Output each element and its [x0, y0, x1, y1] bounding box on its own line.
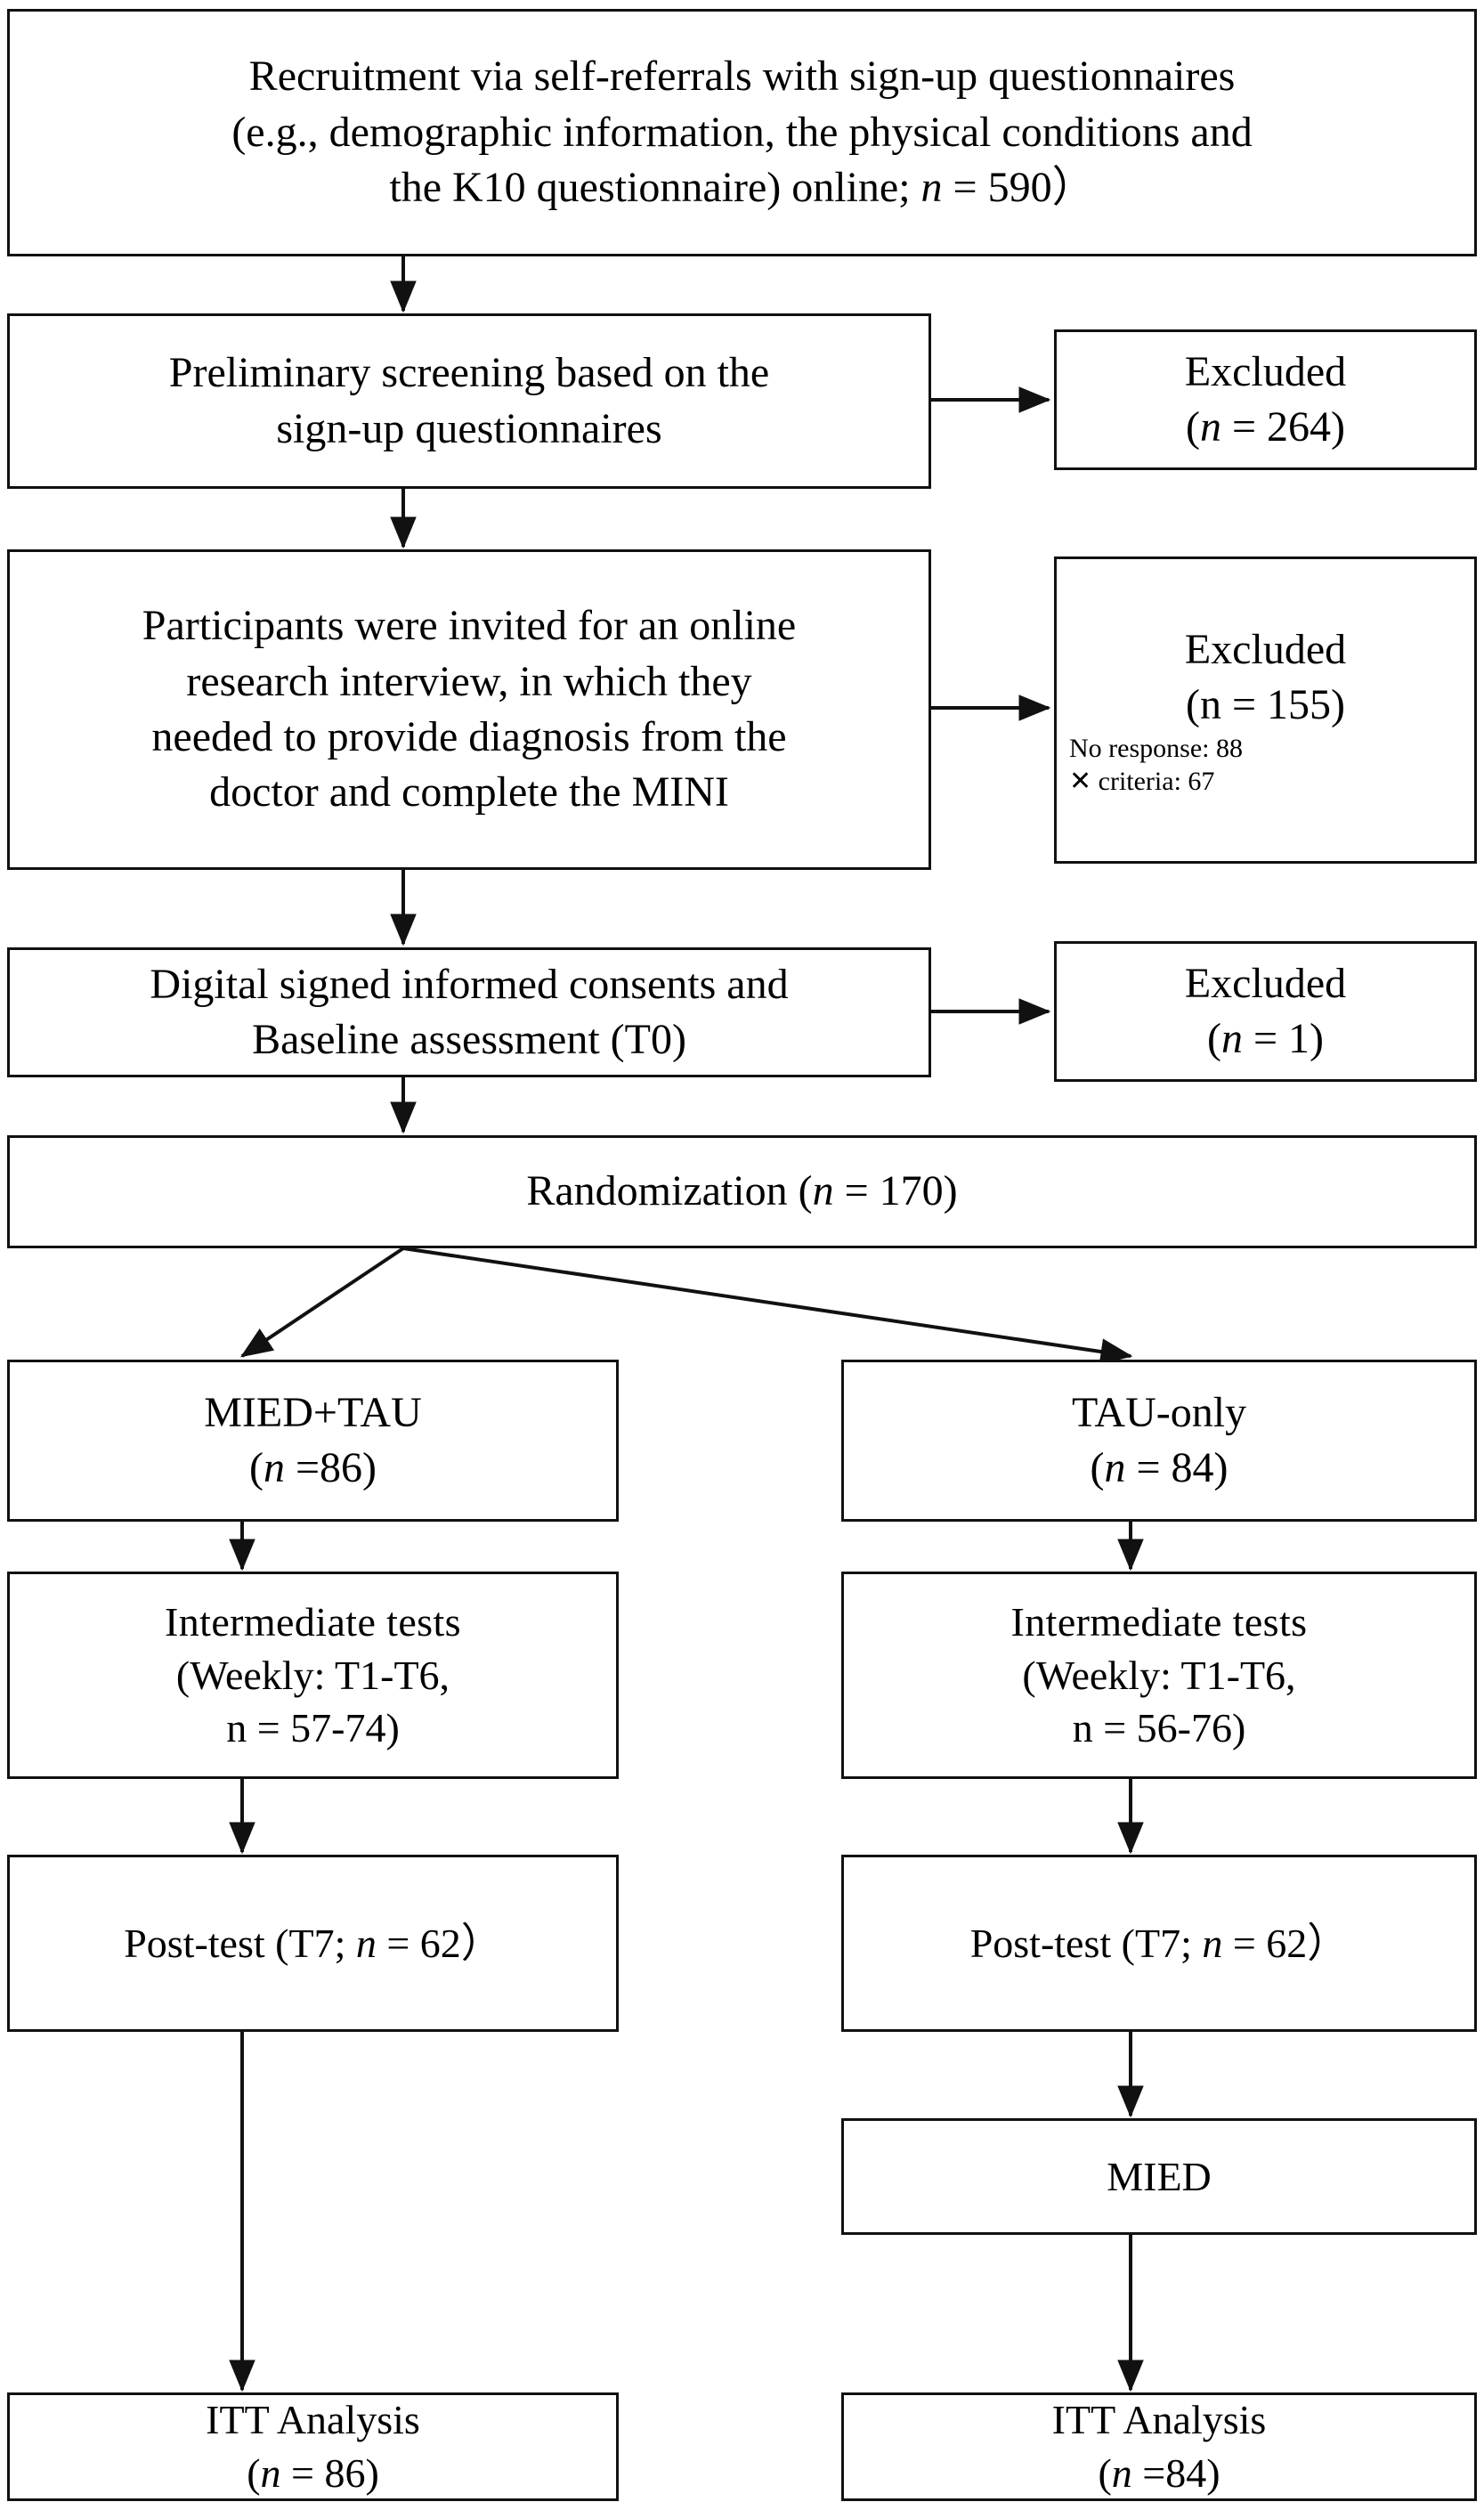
post-test-left-value: = 62） — [376, 1920, 502, 1966]
mied-box: MIED — [841, 2118, 1477, 2235]
arm-right-line-1: TAU-only — [1071, 1388, 1247, 1436]
excluded-264-box: Excluded (n = 264) — [1054, 329, 1477, 470]
itt-analysis-left-box: ITT Analysis (n = 86) — [7, 2392, 619, 2501]
post-test-right-pre: Post-test (T7; — [969, 1920, 1203, 1966]
arm-left-n-symbol: n — [263, 1444, 285, 1491]
randomization-label: Randomization (n = 170) — [526, 1164, 957, 1219]
itt-left-n-symbol: n — [260, 2450, 281, 2496]
tau-only-arm-box: TAU-only (n = 84) — [841, 1360, 1477, 1522]
post-test-left-pre: Post-test (T7; — [124, 1920, 356, 1966]
excluded-1-line-1: Excluded — [1184, 959, 1347, 1007]
recruitment-box: Recruitment via self-referrals with sign… — [7, 9, 1477, 256]
intermediate-right-line-1: Intermediate tests — [1010, 1598, 1308, 1645]
randomization-value: = 170) — [833, 1167, 958, 1215]
excluded-1-n-symbol: n — [1220, 1015, 1243, 1062]
arm-left-line-1: MIED+TAU — [204, 1388, 422, 1436]
excluded-264-value: = 264) — [1220, 403, 1346, 451]
excluded-264-line-1: Excluded — [1184, 347, 1347, 395]
excluded-155-line-1: Excluded — [1184, 625, 1347, 673]
recruitment-line-3: the K10 questionnaire) online; n = 590） — [389, 160, 1094, 215]
consent-line-2: Baseline assessment (T0) — [252, 1016, 686, 1063]
interview-line-2: research interview, in which they — [186, 657, 752, 705]
mied-label: MIED — [1107, 2153, 1212, 2199]
preliminary-screening-box: Preliminary screening based on the sign-… — [7, 313, 931, 489]
interview-line-1: Participants were invited for an online — [142, 602, 797, 650]
post-test-left-n-symbol: n — [355, 1920, 377, 1966]
arm-right-value: = 84) — [1125, 1444, 1229, 1491]
recruitment-n-symbol: n — [920, 164, 943, 212]
mied-tau-arm-box: MIED+TAU (n =86) — [7, 1360, 619, 1522]
itt-left-line-2: (n = 86) — [247, 2447, 379, 2500]
intermediate-right-line-3: n = 56-76) — [1072, 1705, 1246, 1751]
intermediate-left-line-2: (Weekly: T1-T6, — [175, 1652, 450, 1698]
intermediate-left-line-1: Intermediate tests — [165, 1598, 461, 1645]
arm-right-n-symbol: n — [1104, 1444, 1126, 1491]
post-test-left-label: Post-test (T7; n = 62） — [124, 1917, 502, 1970]
itt-right-n-symbol: n — [1111, 2450, 1132, 2496]
recruitment-line-3-pre: the K10 questionnaire) online; — [389, 164, 921, 212]
intermediate-tests-left-box: Intermediate tests (Weekly: T1-T6, n = 5… — [7, 1572, 619, 1779]
randomization-box: Randomization (n = 170) — [7, 1135, 1477, 1248]
consent-line-1: Digital signed informed consents and — [150, 960, 789, 1008]
randomization-n-symbol: n — [812, 1167, 834, 1215]
research-interview-box: Participants were invited for an online … — [7, 549, 931, 870]
excluded-155-line-2: (n = 155) — [1185, 680, 1346, 728]
itt-analysis-right-box: ITT Analysis (n =84) — [841, 2392, 1477, 2501]
excluded-155-box: Excluded (n = 155) No response: 88 ✕ cri… — [1054, 556, 1477, 864]
intermediate-left-line-3: n = 57-74) — [226, 1705, 400, 1751]
post-test-right-value: = 62） — [1222, 1920, 1349, 1966]
post-test-right-box: Post-test (T7; n = 62） — [841, 1855, 1477, 2032]
excluded-264-paren-open: ( — [1185, 403, 1200, 451]
itt-left-paren-open: ( — [247, 2450, 261, 2496]
itt-right-line-1: ITT Analysis — [1051, 2397, 1267, 2443]
arm-right-line-2: (n = 84) — [1090, 1441, 1228, 1496]
excluded-1-line-2: (n = 1) — [1207, 1011, 1324, 1067]
post-test-left-box: Post-test (T7; n = 62） — [7, 1855, 619, 2032]
excluded-1-paren-open: ( — [1206, 1015, 1221, 1062]
excluded-1-box: Excluded (n = 1) — [1054, 941, 1477, 1082]
post-test-right-label: Post-test (T7; n = 62） — [970, 1917, 1349, 1970]
consent-baseline-box: Digital signed informed consents and Bas… — [7, 947, 931, 1077]
excluded-155-detail-criteria: ✕ criteria: 67 — [1069, 766, 1215, 796]
post-test-right-n-symbol: n — [1202, 1920, 1223, 1966]
excluded-264-line-2: (n = 264) — [1186, 400, 1345, 455]
excluded-155-detail-no-response: No response: 88 — [1069, 734, 1243, 764]
excluded-264-n-symbol: n — [1199, 403, 1221, 451]
arm-left-value: =86) — [284, 1444, 377, 1491]
arm-left-line-2: (n =86) — [249, 1441, 377, 1496]
intermediate-tests-right-box: Intermediate tests (Weekly: T1-T6, n = 5… — [841, 1572, 1477, 1779]
preliminary-line-2: sign-up questionnaires — [276, 404, 662, 452]
arm-left-paren-open: ( — [248, 1444, 264, 1491]
itt-right-line-2: (n =84) — [1098, 2447, 1220, 2500]
arm-right-paren-open: ( — [1090, 1444, 1105, 1491]
excluded-1-value: = 1) — [1242, 1015, 1325, 1062]
itt-right-paren-open: ( — [1098, 2450, 1112, 2496]
itt-left-line-1: ITT Analysis — [206, 2397, 420, 2443]
itt-left-value: = 86) — [280, 2450, 379, 2496]
interview-line-4: doctor and complete the MINI — [209, 768, 729, 816]
recruitment-line-2: (e.g., demographic information, the phys… — [231, 108, 1253, 156]
interview-line-3: needed to provide diagnosis from the — [151, 713, 787, 760]
recruitment-line-3-post: = 590） — [942, 164, 1095, 212]
intermediate-right-line-2: (Weekly: T1-T6, — [1022, 1652, 1296, 1698]
recruitment-line-1: Recruitment via self-referrals with sign… — [248, 53, 1236, 101]
itt-right-value: =84) — [1131, 2450, 1220, 2496]
randomization-pre: Randomization ( — [526, 1167, 813, 1215]
preliminary-line-1: Preliminary screening based on the — [168, 349, 770, 397]
